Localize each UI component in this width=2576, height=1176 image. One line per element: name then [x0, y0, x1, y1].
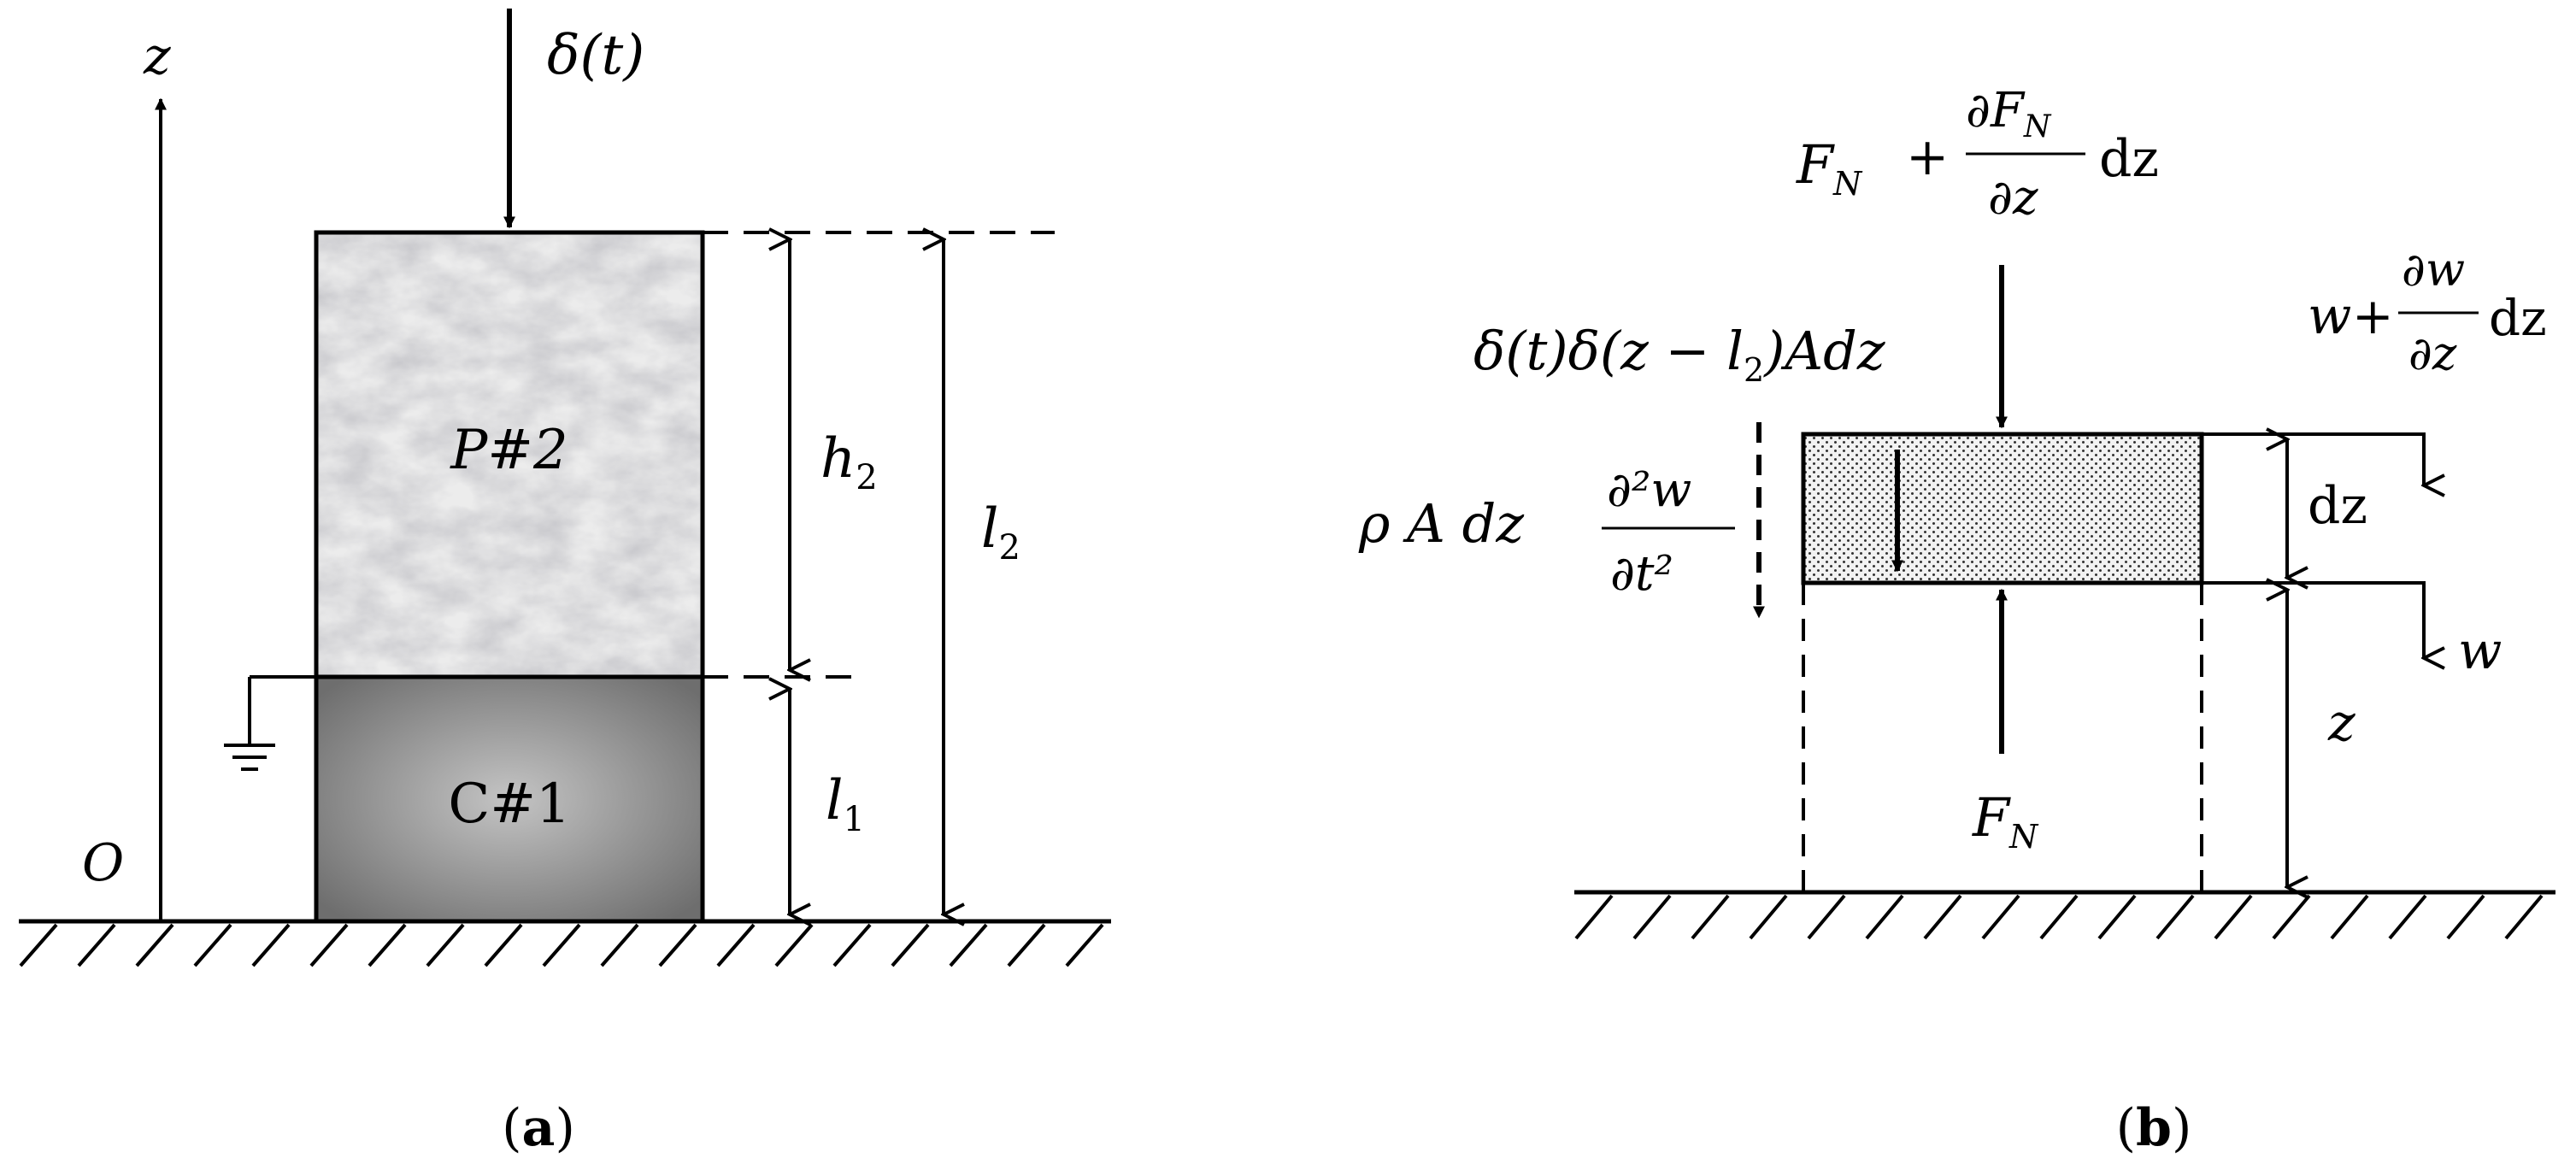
disp-bottom-line [2202, 581, 2424, 658]
impulse-expression: δ(t)δ(z − l2)Adz [1473, 320, 1885, 389]
load-label: δ(t) [547, 24, 644, 87]
lower-block: C#1 [314, 674, 705, 924]
svg-text:w: w [2308, 286, 2351, 346]
svg-text:∂z: ∂z [1988, 170, 2038, 226]
differential-element [1801, 432, 2204, 585]
ground-symbol [224, 675, 316, 771]
panel-b: FN + ∂FN ∂z dz δ(t)δ(z − l2)Adz ρ A dz ∂… [1358, 83, 2555, 1158]
svg-text:FN: FN [1796, 133, 1863, 203]
bottom-force-label: FN [1972, 786, 2039, 856]
origin-label: O [82, 833, 124, 893]
l1-label: l1 [826, 769, 865, 839]
z-axis-label: z [143, 26, 171, 86]
lower-block-label: C#1 [448, 773, 570, 836]
ground-b [1574, 890, 2555, 940]
top-force-expression: FN + ∂FN ∂z dz [1796, 83, 2159, 226]
caption-a: (a) [502, 1098, 575, 1158]
w-label: w [2458, 621, 2502, 681]
l2-label: l2 [981, 497, 1020, 567]
ground-a [19, 919, 1111, 967]
svg-text:+: + [2352, 287, 2394, 345]
svg-text:∂FN: ∂FN [1966, 83, 2052, 144]
svg-text:∂t²: ∂t² [1610, 546, 1673, 602]
disp-top-expression: w + ∂w ∂z dz [2308, 243, 2547, 380]
panel-a: z O P#2 C#1 δ(t) h2 [19, 9, 1111, 1158]
dz-label: dz [2308, 476, 2367, 536]
svg-text:∂z: ∂z [2408, 326, 2457, 380]
svg-text:ρ A dz: ρ A dz [1358, 492, 1524, 555]
upper-block: P#2 [314, 230, 705, 679]
svg-text:dz: dz [2099, 129, 2159, 189]
svg-text:+: + [1906, 127, 1949, 187]
svg-text:∂²w: ∂²w [1607, 462, 1691, 518]
caption-b: (b) [2116, 1098, 2192, 1158]
svg-text:∂w: ∂w [2402, 243, 2465, 297]
inertia-expression: ρ A dz ∂²w ∂t² [1358, 462, 1735, 602]
h2-label: h2 [820, 427, 878, 497]
z-label: z [2327, 693, 2355, 753]
upper-block-label: P#2 [450, 419, 568, 482]
svg-text:dz: dz [2489, 289, 2547, 347]
